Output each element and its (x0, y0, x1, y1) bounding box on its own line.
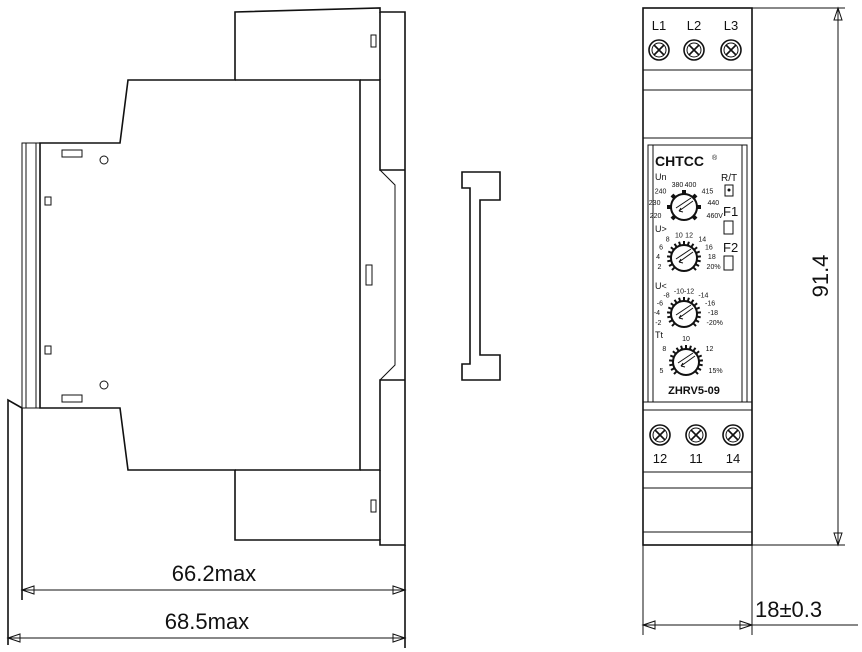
front-view: L1 L2 L3 12 11 14 CHTCC ® R/T F1 F2 Un22… (642, 7, 753, 546)
knob-scale-label: 2 (658, 264, 662, 271)
terminal-screw-icon (683, 39, 705, 61)
knob-scale-label: 5 (660, 368, 664, 375)
dimension-label: 66.2max (172, 561, 256, 586)
arrow-icon (675, 197, 694, 213)
arrow-icon (675, 248, 694, 264)
terminal-label: L1 (652, 18, 666, 33)
knob-scale-label: -12 (684, 289, 694, 296)
knob-scale-label: -2 (655, 320, 661, 327)
knob-scale-label: -20% (707, 320, 723, 327)
knob-scale-label: 380 (672, 182, 684, 189)
indicator-label: F2 (723, 240, 738, 255)
terminal-label: 14 (726, 451, 740, 466)
knob-scale-label: 14 (698, 237, 706, 244)
knob-scale-label: 18 (708, 254, 716, 261)
adjustment-knob-u[interactable]: U< -2 -4 -6-8 -10-12 -14-16 -18 -20% (654, 281, 723, 328)
knob-scale-label: -14 (698, 293, 708, 300)
knob-label: U> (655, 224, 667, 234)
knob-label: Un (655, 172, 667, 182)
indicator-label: R/T (721, 173, 737, 184)
terminal-screw-icon (685, 424, 707, 446)
knob-scale-label: 8 (666, 237, 670, 244)
arrow-icon (677, 352, 696, 368)
knob-scale-label: -6 (657, 300, 663, 307)
depth-dimension-body: 66.2max (20, 561, 407, 595)
knob-scale-label: 20% (707, 264, 721, 271)
terminal-label: L2 (687, 18, 701, 33)
model-label: ZHRV5-09 (668, 385, 720, 397)
adjustment-knob-tt[interactable]: Tt 5 8 10 12 15% (655, 330, 723, 376)
knob-scale-label: 230 (649, 200, 661, 207)
knob-scale-label: 16 (705, 244, 713, 251)
arrow-icon (675, 304, 694, 320)
knob-label: Tt (655, 330, 663, 340)
knob-scale-label: 12 (685, 233, 693, 240)
dimension-label: 18±0.3 (755, 597, 822, 622)
terminal-label: 12 (653, 451, 667, 466)
registered-mark: ® (712, 154, 718, 162)
led-f2 (723, 255, 734, 271)
knob-scale-label: -8 (663, 293, 669, 300)
terminal-screw-icon (722, 424, 744, 446)
knob-scale-label: 10 (675, 233, 683, 240)
width-dimension: 18±0.3 (641, 545, 858, 635)
knob-scale-label: 415 (702, 189, 714, 196)
knob-scale-label: 10 (682, 336, 690, 343)
knob-scale-label: -10 (674, 289, 684, 296)
led-rt (724, 184, 734, 197)
knob-scale-label: 15% (709, 368, 723, 375)
knob-scale-label: 220 (650, 213, 662, 220)
terminal-screw-icon (649, 424, 671, 446)
din-rail-profile (461, 171, 501, 381)
knob-scale-label: 6 (659, 244, 663, 251)
knob-scale-label: 460V (707, 213, 724, 220)
terminal-screw-icon (648, 39, 670, 61)
depth-dimension-total: 68.5max (6, 609, 407, 643)
knob-scale-label: 8 (662, 346, 666, 353)
led-f1 (723, 220, 734, 235)
dimension-label: 91.4 (808, 255, 833, 298)
terminal-label: 11 (689, 451, 703, 466)
knob-scale-label: 12 (706, 346, 714, 353)
terminal-screw-icon (720, 39, 742, 61)
terminal-label: L3 (724, 18, 738, 33)
knob-scale-label: 400 (685, 182, 697, 189)
knob-scale-label: 240 (655, 189, 667, 196)
indicator-label: F1 (723, 204, 738, 219)
brand-logo: CHTCC (655, 153, 704, 169)
knob-scale-label: 4 (656, 254, 660, 261)
dimension-label: 68.5max (165, 609, 249, 634)
knob-label: U< (655, 281, 667, 291)
knob-scale-label: -4 (654, 310, 660, 317)
knob-scale-label: -18 (708, 310, 718, 317)
knob-scale-label: 440 (708, 200, 720, 207)
knob-scale-label: -16 (705, 300, 715, 307)
side-view (7, 7, 406, 648)
height-dimension: 91.4 (752, 6, 845, 547)
